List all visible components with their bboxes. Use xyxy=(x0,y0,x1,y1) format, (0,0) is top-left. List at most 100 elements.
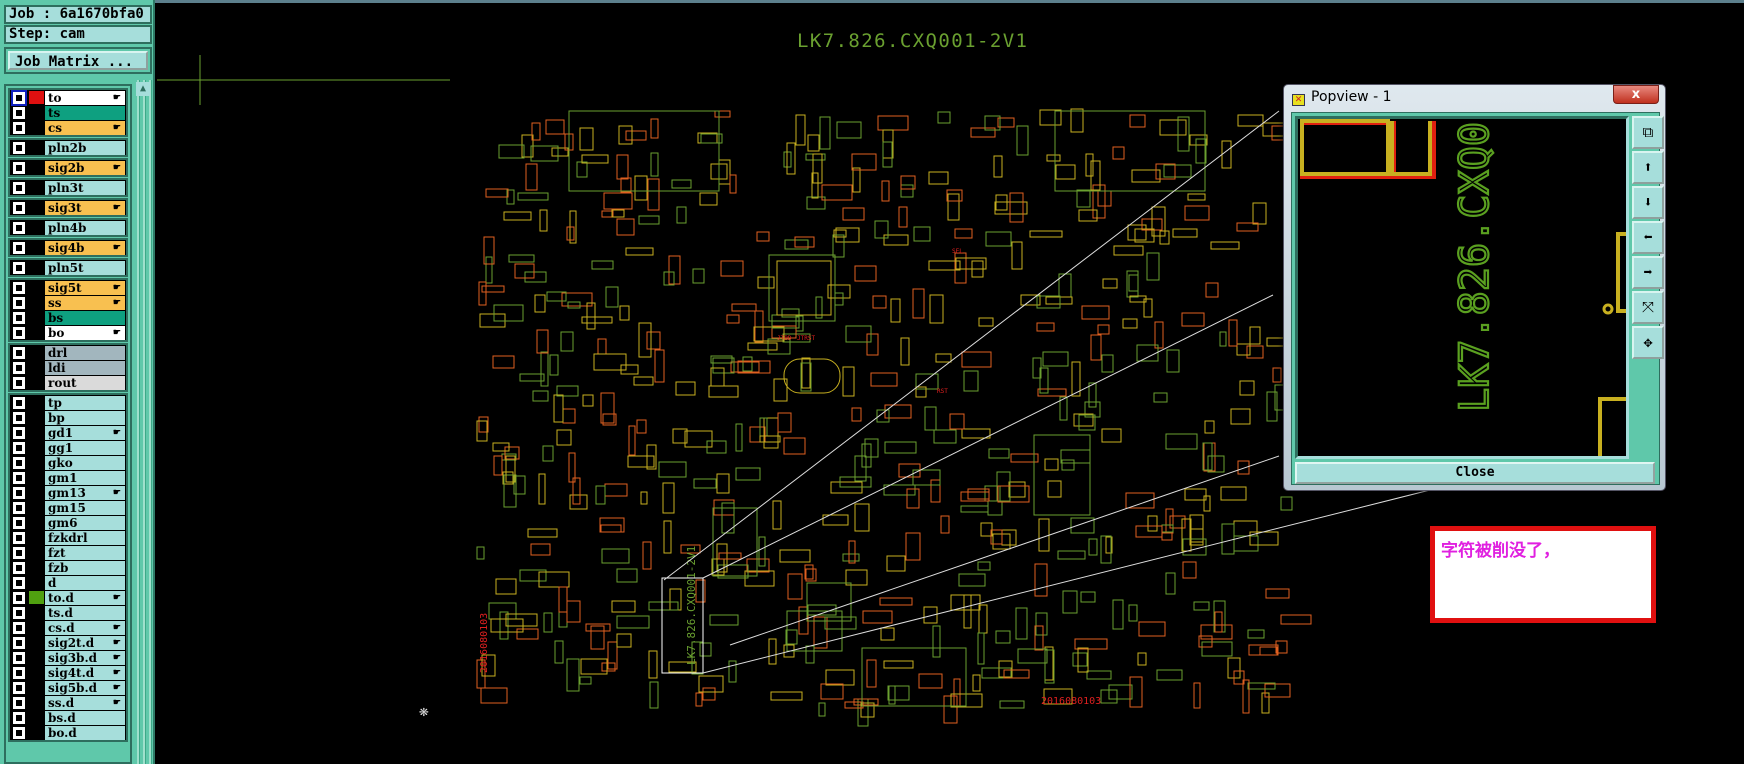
layer-row-bs-d[interactable]: bs.d xyxy=(10,710,126,725)
layer-name[interactable]: rout xyxy=(45,375,125,390)
layer-color-swatch[interactable] xyxy=(29,426,44,439)
window-close-button[interactable]: x xyxy=(1613,85,1659,104)
layer-row-ss-d[interactable]: ss.d☛ xyxy=(10,695,126,710)
layer-checkbox[interactable] xyxy=(13,346,25,359)
layer-row-fzkdrl[interactable]: fzkdrl xyxy=(10,530,126,545)
layer-name[interactable]: ts xyxy=(45,105,125,120)
pan-down-icon[interactable]: ⬇ xyxy=(1632,186,1664,219)
layer-row-sig5t[interactable]: sig5t☛ xyxy=(10,280,126,295)
layer-color-swatch[interactable] xyxy=(29,636,44,649)
layer-name[interactable]: pln5t xyxy=(45,260,125,275)
layer-row-ts[interactable]: ts xyxy=(10,105,126,120)
layer-color-swatch[interactable] xyxy=(29,546,44,559)
layer-row-gm1[interactable]: gm1 xyxy=(10,470,126,485)
layer-row-sig2t-d[interactable]: sig2t.d☛ xyxy=(10,635,126,650)
pan-left-icon[interactable]: ⬅ xyxy=(1632,221,1664,254)
layer-name[interactable]: ss.d☛ xyxy=(45,695,125,710)
layer-color-swatch[interactable] xyxy=(29,486,44,499)
layer-checkbox[interactable] xyxy=(13,711,25,724)
layer-checkbox[interactable] xyxy=(13,531,25,544)
layer-color-swatch[interactable] xyxy=(29,621,44,634)
layer-row-ts-d[interactable]: ts.d xyxy=(10,605,126,620)
pan-right-icon[interactable]: ➡ xyxy=(1632,256,1664,289)
layer-color-swatch[interactable] xyxy=(29,221,44,234)
layer-color-swatch[interactable] xyxy=(29,441,44,454)
layer-name[interactable]: drl xyxy=(45,345,125,360)
layer-row-d[interactable]: d xyxy=(10,575,126,590)
layer-name[interactable]: cs☛ xyxy=(45,120,125,135)
layer-name[interactable]: to☛ xyxy=(45,90,125,105)
layer-checkbox[interactable] xyxy=(13,311,25,324)
layer-color-swatch[interactable] xyxy=(29,376,44,389)
layer-row-bs[interactable]: bs xyxy=(10,310,126,325)
layer-color-swatch[interactable] xyxy=(29,181,44,194)
layer-color-swatch[interactable] xyxy=(29,681,44,694)
layer-name[interactable]: gm13☛ xyxy=(45,485,125,500)
layer-color-swatch[interactable] xyxy=(29,396,44,409)
layer-color-swatch[interactable] xyxy=(29,121,44,134)
layer-checkbox[interactable] xyxy=(11,89,27,106)
layer-row-pln4b[interactable]: pln4b xyxy=(10,220,126,235)
layer-checkbox[interactable] xyxy=(13,621,25,634)
layer-row-gm15[interactable]: gm15 xyxy=(10,500,126,515)
layer-checkbox[interactable] xyxy=(13,441,25,454)
layer-color-swatch[interactable] xyxy=(29,666,44,679)
zoom-in-icon[interactable]: ⤧ xyxy=(1632,291,1664,324)
layer-color-swatch[interactable] xyxy=(29,346,44,359)
layer-name[interactable]: gm6 xyxy=(45,515,125,530)
layer-checkbox[interactable] xyxy=(13,591,25,604)
layer-checkbox[interactable] xyxy=(13,546,25,559)
zoom-region-box[interactable] xyxy=(661,577,704,674)
layer-checkbox[interactable] xyxy=(13,471,25,484)
layer-color-swatch[interactable] xyxy=(29,561,44,574)
layer-color-swatch[interactable] xyxy=(29,531,44,544)
layer-name[interactable]: to.d☛ xyxy=(45,590,125,605)
layer-checkbox[interactable] xyxy=(13,606,25,619)
layer-checkbox[interactable] xyxy=(13,326,25,339)
layer-name[interactable]: sig3t☛ xyxy=(45,200,125,215)
layer-color-swatch[interactable] xyxy=(29,281,44,294)
layer-checkbox[interactable] xyxy=(13,576,25,589)
layer-row-ss[interactable]: ss☛ xyxy=(10,295,126,310)
layer-row-to[interactable]: to☛ xyxy=(10,89,126,106)
layer-name[interactable]: ss☛ xyxy=(45,295,125,310)
layer-row-gm6[interactable]: gm6 xyxy=(10,515,126,530)
layer-row-pln3t[interactable]: pln3t xyxy=(10,180,126,195)
layer-checkbox[interactable] xyxy=(13,636,25,649)
layer-checkbox[interactable] xyxy=(13,296,25,309)
layer-row-sig2b[interactable]: sig2b☛ xyxy=(10,160,126,175)
layer-row-gd1[interactable]: gd1☛ xyxy=(10,425,126,440)
layer-checkbox[interactable] xyxy=(13,121,25,134)
layer-checkbox[interactable] xyxy=(13,726,25,739)
layer-checkbox[interactable] xyxy=(13,681,25,694)
layer-name[interactable]: sig2t.d☛ xyxy=(45,635,125,650)
layer-name[interactable]: ts.d xyxy=(45,605,125,620)
layer-checkbox[interactable] xyxy=(13,561,25,574)
layer-name[interactable]: gko xyxy=(45,455,125,470)
layer-color-swatch[interactable] xyxy=(29,516,44,529)
scroll-up-arrow-icon[interactable]: ▲ xyxy=(136,82,150,96)
layer-name[interactable]: sig5t☛ xyxy=(45,280,125,295)
layer-row-drl[interactable]: drl xyxy=(10,345,126,360)
layer-checkbox[interactable] xyxy=(13,501,25,514)
layer-name[interactable]: gd1☛ xyxy=(45,425,125,440)
layer-checkbox[interactable] xyxy=(13,411,25,424)
layer-row-fzt[interactable]: fzt xyxy=(10,545,126,560)
job-matrix-button[interactable]: Job Matrix ... xyxy=(4,47,152,74)
layer-checkbox[interactable] xyxy=(13,426,25,439)
layer-checkbox[interactable] xyxy=(13,666,25,679)
job-matrix-label[interactable]: Job Matrix ... xyxy=(8,51,148,70)
layer-checkbox[interactable] xyxy=(13,281,25,294)
layer-name[interactable]: gm1 xyxy=(45,470,125,485)
layer-color-swatch[interactable] xyxy=(29,201,44,214)
layer-color-swatch[interactable] xyxy=(29,501,44,514)
layer-name[interactable]: pln4b xyxy=(45,220,125,235)
layer-row-pln2b[interactable]: pln2b xyxy=(10,140,126,155)
pcb-canvas[interactable]: LK7.826.CXQ001-2V1 2016080103 2016080103… xyxy=(157,3,1744,764)
layer-row-tp[interactable]: tp xyxy=(10,395,126,410)
layer-color-swatch[interactable] xyxy=(29,456,44,469)
layer-color-swatch[interactable] xyxy=(29,696,44,709)
layer-checkbox[interactable] xyxy=(13,181,25,194)
layer-color-swatch[interactable] xyxy=(29,651,44,664)
layer-row-gg1[interactable]: gg1 xyxy=(10,440,126,455)
